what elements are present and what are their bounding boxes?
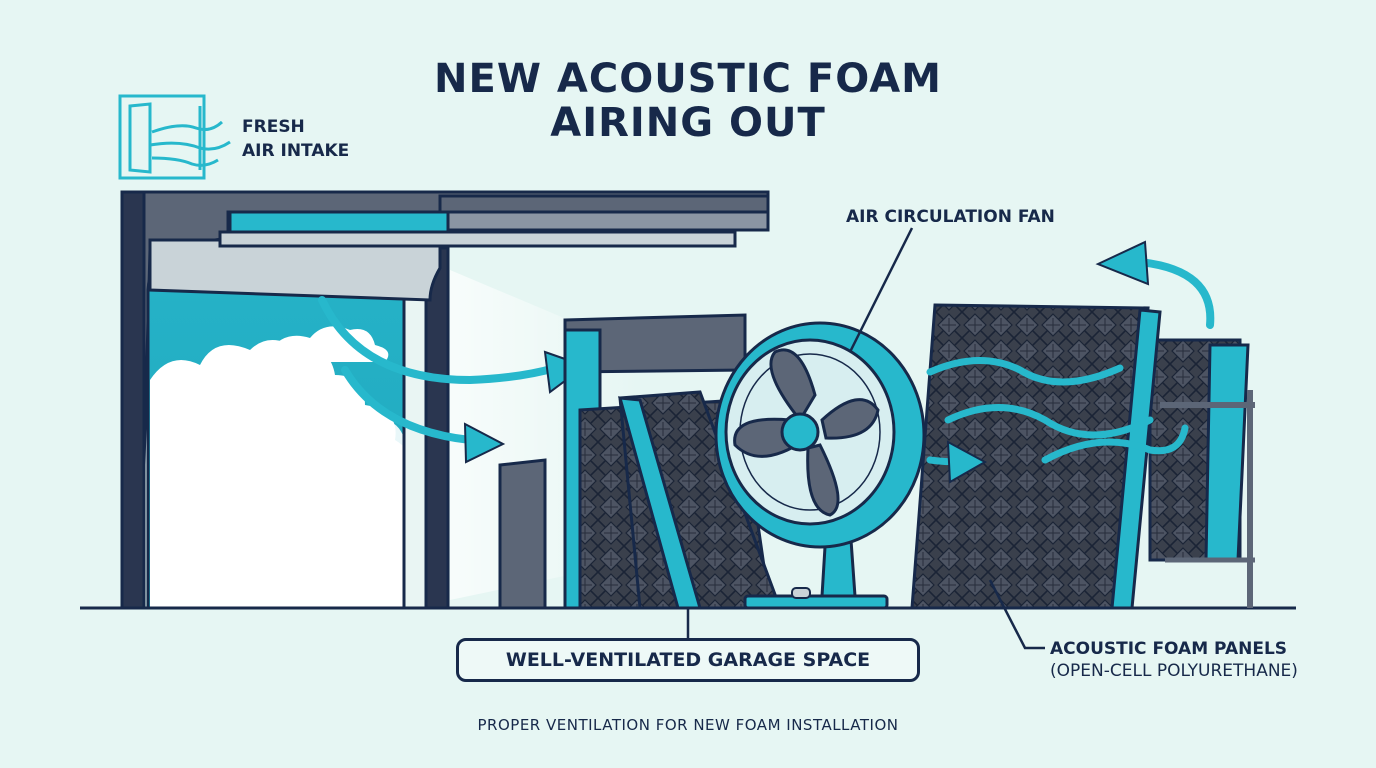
footer-caption: PROPER VENTILATION FOR NEW FOAM INSTALLA… xyxy=(477,716,899,734)
fresh-air-label-line1: FRESH xyxy=(242,117,305,137)
clouds xyxy=(150,326,411,608)
garage-label: WELL-VENTILATED GARAGE SPACE xyxy=(456,638,920,682)
door-wind-icon xyxy=(118,94,231,180)
fan-icon xyxy=(714,321,926,610)
incoming-air-arrows xyxy=(318,296,559,444)
leader-lines xyxy=(686,227,1045,650)
fresh-air-label-line2: AIR INTAKE xyxy=(242,141,350,161)
panels-label-line1: ACOUSTIC FOAM PANELS xyxy=(1050,639,1288,659)
fan-label: AIR CIRCULATION FAN xyxy=(846,207,1055,227)
panels-label-line2: (OPEN-CELL POLYURETHANE) xyxy=(1050,661,1298,681)
arrow-icon xyxy=(946,440,988,484)
page-title-line2: AIRING OUT xyxy=(550,100,826,146)
return-air-arrow xyxy=(1095,240,1215,329)
foam-stack-left xyxy=(498,313,783,610)
page-title-line1: NEW ACOUSTIC FOAM xyxy=(434,56,942,102)
